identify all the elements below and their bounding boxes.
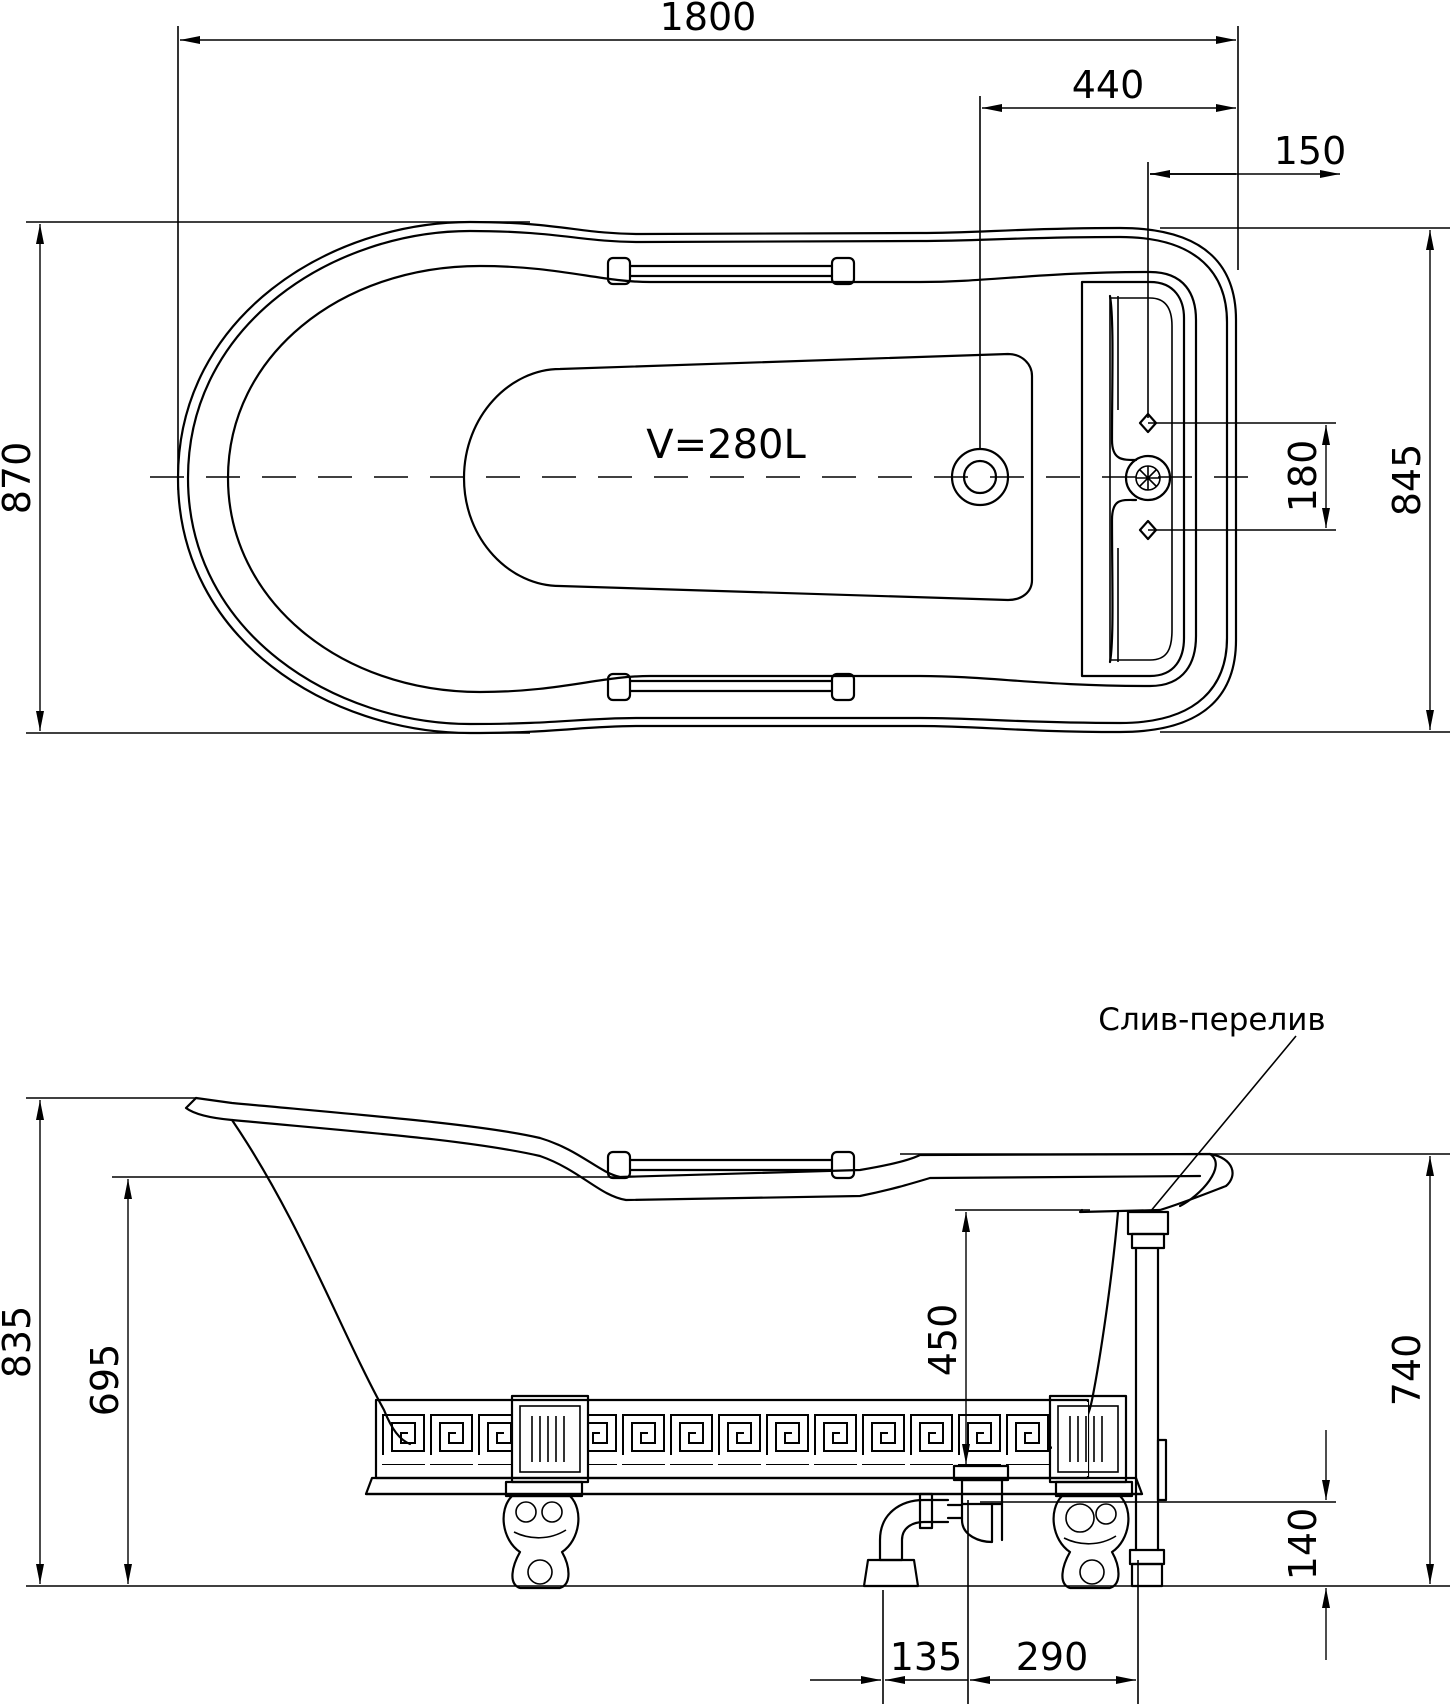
overflow-leader bbox=[1149, 1035, 1297, 1213]
dim-tap-spacing: 180 bbox=[1281, 440, 1325, 513]
dim-width-inner: 845 bbox=[1385, 444, 1429, 517]
dim-width-outer: 870 bbox=[0, 442, 39, 515]
valve-knob-icon bbox=[1138, 412, 1158, 541]
dim-drain-height: 450 bbox=[921, 1304, 965, 1377]
dim-outlet-x1: 135 bbox=[890, 1635, 963, 1679]
lion-paw-foot-icon bbox=[502, 1480, 584, 1590]
side-view: Слив-перелив 835 695 450 740 140 135 290 bbox=[0, 1002, 1450, 1704]
decorative-frame bbox=[364, 1394, 1144, 1496]
overflow-pipe-icon bbox=[1126, 1210, 1170, 1588]
tub-outer-rim-inner-edge bbox=[186, 229, 1229, 726]
volume-label: V=280L bbox=[646, 422, 806, 468]
top-view: 1800 440 150 870 845 180 V=280L bbox=[0, 0, 1450, 735]
lion-paw-foot-icon bbox=[1052, 1480, 1134, 1590]
tap-platform bbox=[1080, 280, 1186, 678]
dim-tap-offset: 150 bbox=[1274, 129, 1347, 173]
dim-height-rim: 695 bbox=[83, 1344, 127, 1417]
drain-siphon-icon bbox=[862, 1464, 1010, 1588]
grab-handle-lower bbox=[606, 672, 856, 702]
dim-drain-offset: 440 bbox=[1072, 63, 1145, 107]
tub-outer-rim bbox=[176, 220, 1238, 735]
basin-floor bbox=[462, 352, 1034, 602]
drain-icon bbox=[950, 447, 1010, 507]
faucet-icon bbox=[1108, 294, 1172, 664]
dim-height-total: 835 bbox=[0, 1306, 39, 1379]
tub-side-profile bbox=[194, 1096, 1234, 1214]
dim-height-tap-side: 740 bbox=[1385, 1334, 1429, 1407]
grab-handle-upper bbox=[606, 256, 856, 286]
grab-handle-side bbox=[606, 1150, 856, 1180]
dim-outlet-height: 140 bbox=[1281, 1508, 1325, 1581]
dim-length: 1800 bbox=[660, 0, 757, 39]
tub-inner-rim bbox=[226, 264, 1198, 694]
overflow-label: Слив-перелив bbox=[1098, 1002, 1325, 1038]
dim-outlet-x2: 290 bbox=[1016, 1635, 1089, 1679]
